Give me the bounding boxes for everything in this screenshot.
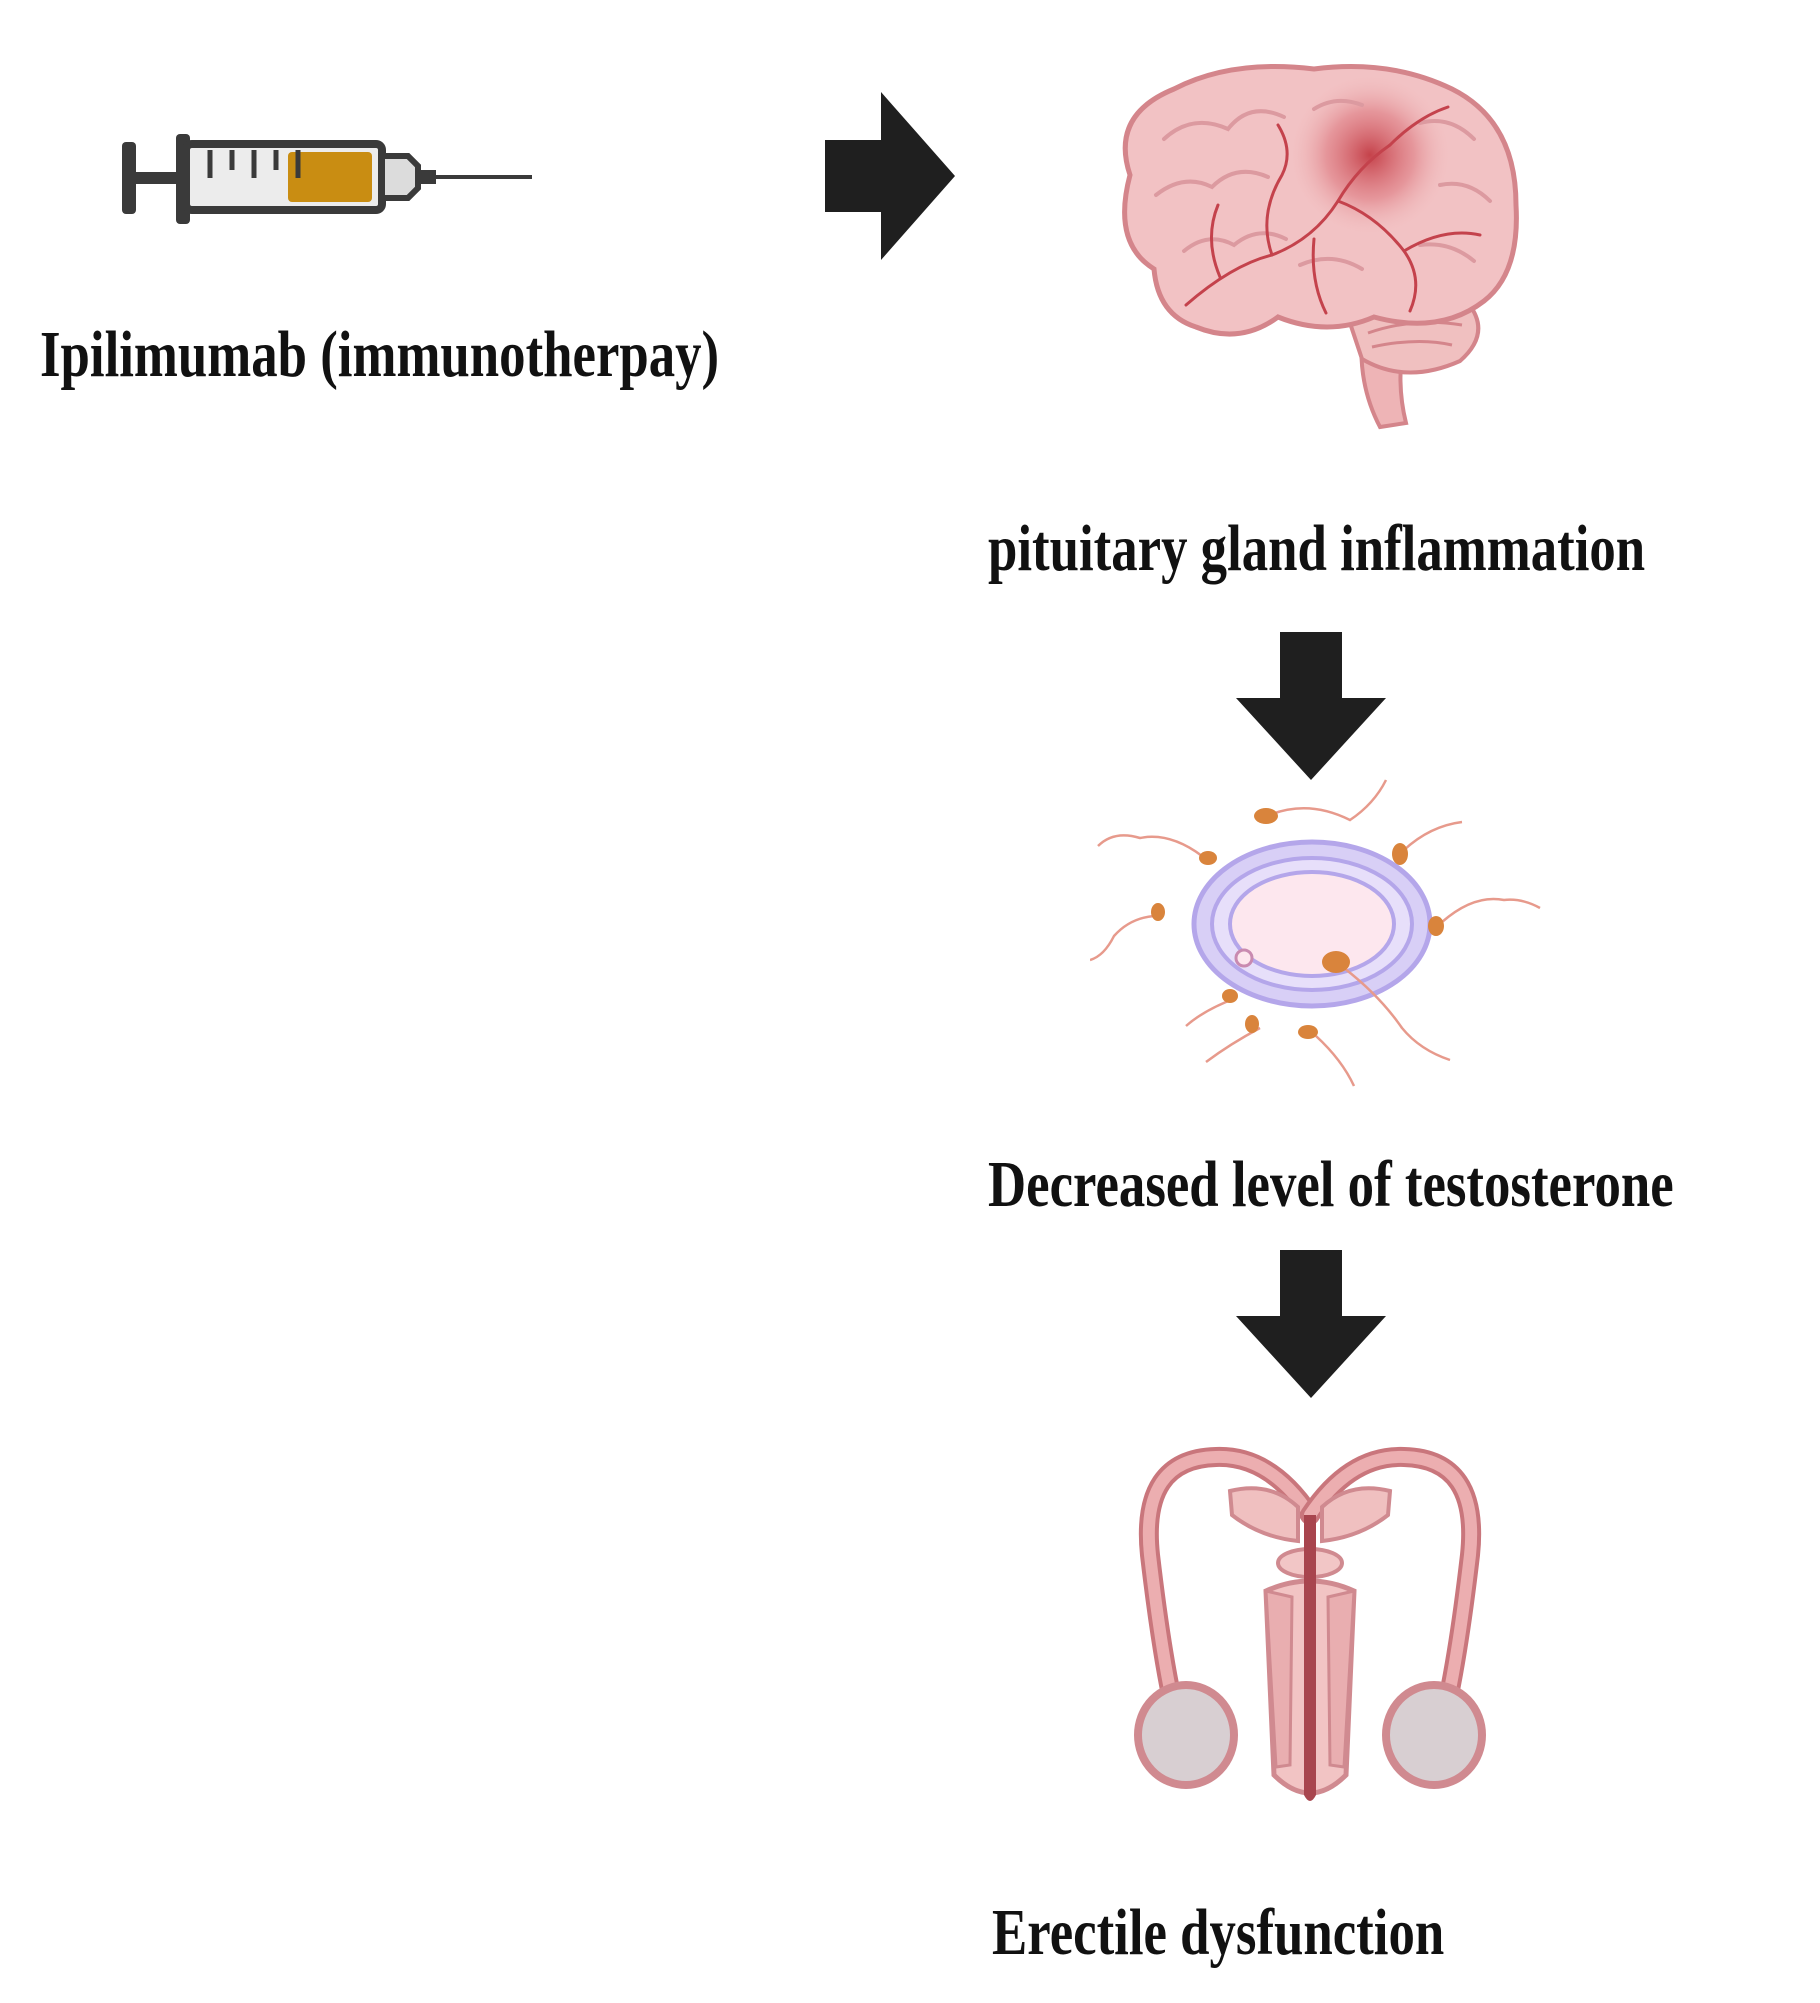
node-label-drug: Ipilimumab (immunotherpay) xyxy=(40,318,720,391)
arrow-right-icon xyxy=(825,92,955,260)
arrow-down-icon xyxy=(1236,632,1386,780)
node-label-outcome: Erectile dysfunction xyxy=(992,1896,1445,1969)
arrow-down-icon xyxy=(1236,1250,1386,1398)
brain-icon xyxy=(1122,64,1519,430)
reproductive-system-icon xyxy=(1134,1446,1486,1801)
syringe-icon xyxy=(122,134,532,224)
node-label-brain: pituitary gland inflammation xyxy=(988,512,1646,585)
testis-cell-icon xyxy=(1090,779,1541,1087)
node-label-testosterone: Decreased level of testosterone xyxy=(988,1148,1674,1221)
